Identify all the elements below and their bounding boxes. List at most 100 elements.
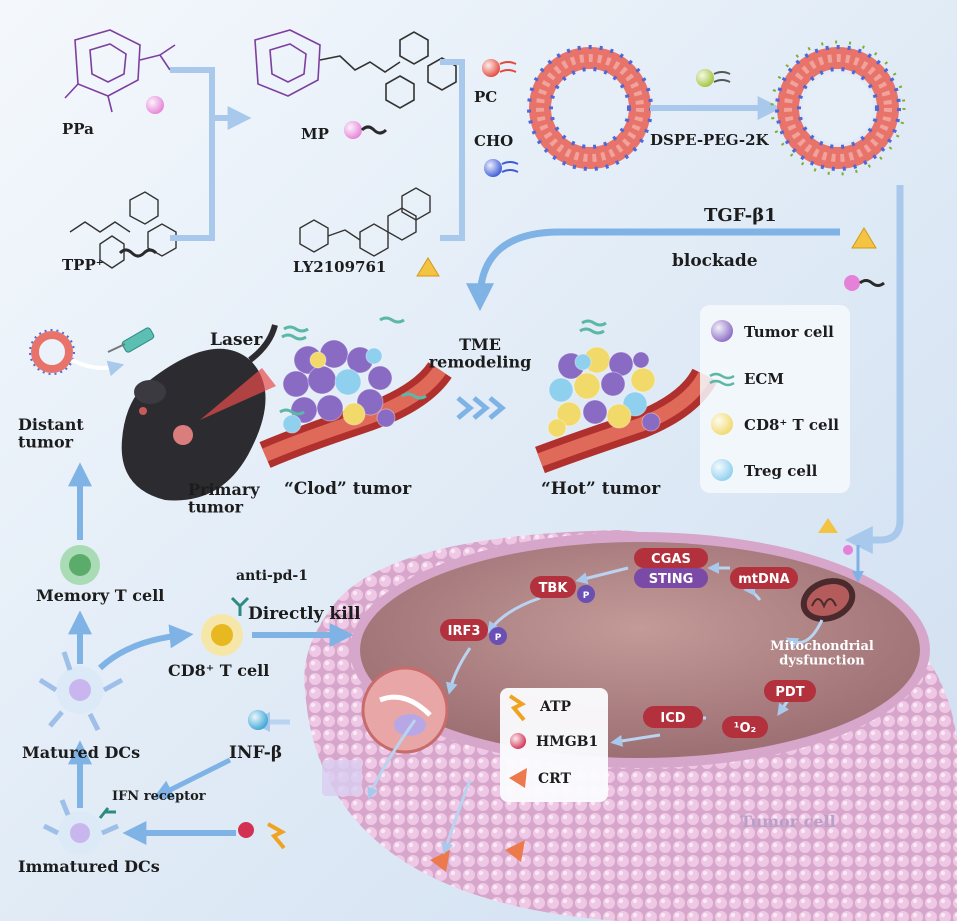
atp-label: ATP [539, 699, 572, 715]
cold-tumor-label: “Clod” tumor [284, 479, 412, 499]
mtdna-label: mtDNA [738, 572, 790, 587]
tbk-pill [530, 576, 576, 598]
immatured-dcs-label: Immatured DCs [18, 857, 160, 876]
cd8-t-cell [342, 402, 366, 426]
legend-treg-label: Treg cell [744, 462, 818, 480]
injected-liposome-icon [29, 329, 75, 375]
tumor-cell [632, 351, 650, 369]
cgas-label: CGAS [651, 552, 691, 567]
tbk-phospho-icon [577, 585, 595, 603]
ly-drug-icon [851, 227, 877, 249]
matured-dcs-label: Matured DCs [22, 743, 140, 762]
legend-box [700, 305, 850, 493]
tbk-p-label: P [583, 591, 590, 601]
tbk-label: TBK [539, 581, 569, 596]
treg-cell [574, 353, 592, 371]
released-atp-icon [267, 822, 287, 850]
laser-beam [200, 368, 276, 420]
cd8-t-cell-icon-cascade [201, 614, 243, 656]
legend-tumor-cell-label: Tumor cell [744, 323, 834, 341]
tumor-cell [376, 408, 396, 428]
released-hmgb1-icon [238, 822, 254, 838]
treg-cell [282, 414, 302, 434]
mp-label: MP [301, 125, 329, 143]
treg-cell [365, 347, 383, 365]
cold-tumor-cell-cluster [282, 339, 396, 434]
icd-label: ICD [660, 711, 685, 726]
anti-pd1-label: anti-pd-1 [236, 568, 308, 584]
sting-pill [634, 568, 708, 588]
matured-dc-icon [38, 651, 124, 732]
irf3-phospho-icon [489, 627, 507, 645]
tumor-cell [641, 412, 661, 432]
assembly-bracket [440, 59, 465, 241]
atp-icon [508, 694, 526, 722]
treg-cell [548, 377, 574, 403]
pdt-pill [764, 680, 816, 702]
ly-triangle-icon [416, 257, 440, 277]
cd8-t-cell [606, 403, 632, 429]
membrane-ly-icon [818, 518, 838, 533]
directly-kill-label: Directly kill [248, 604, 361, 624]
ecm-fibers-hot [579, 319, 607, 335]
blockade-label: blockade [672, 251, 758, 271]
crt-label: CRT [538, 771, 572, 787]
irf3-label: IRF3 [448, 624, 481, 639]
released-crt-icon-1 [430, 850, 450, 872]
mouse-illustration [121, 324, 278, 501]
treg-cell [334, 368, 362, 396]
cho-label: CHO [474, 132, 513, 150]
cd8-t-cell [309, 351, 327, 369]
ecm-fibers-cold [279, 316, 427, 416]
ppa-label: PPa [62, 120, 94, 138]
tumor-cell [316, 394, 344, 422]
tumor-cell-watermark-label: Tumor cell [740, 812, 836, 831]
memory-t-cell-label: Memory T cell [36, 586, 164, 605]
cd8-t-cell [556, 401, 582, 427]
tumor-cell [282, 370, 310, 398]
irf3-pill [440, 619, 488, 641]
tumor-cell [307, 365, 337, 395]
cd8-t-cell [573, 372, 601, 400]
legend-cd8-label: CD8⁺ T cell [744, 416, 839, 434]
delivery-arrow [844, 185, 904, 554]
tgf-label: TGF-β1 [704, 205, 777, 226]
dspe-label: DSPE-PEG-2K [650, 131, 770, 149]
tgf-blockade-arrow [466, 228, 840, 312]
nucleus-illustration [361, 666, 449, 754]
pdt-label: PDT [775, 685, 804, 700]
ifn-receptor-label: IFN receptor [112, 789, 206, 804]
liposome [527, 45, 653, 171]
hot-tumor-label: “Hot” tumor [541, 479, 661, 499]
anti-pd1-antibody-icon [230, 596, 250, 616]
cd8-t-cell [630, 367, 656, 393]
singlet-oxygen-label: ¹O₂ [734, 721, 756, 736]
pc-label: PC [474, 88, 497, 106]
legend-ecm-label: ECM [744, 370, 784, 388]
ppa-structure [64, 29, 176, 113]
ly-label: LY2109761 [293, 258, 386, 276]
inf-beta-label: INF-β [229, 743, 282, 763]
sting-label: STING [649, 572, 694, 587]
hmgb1-label: HMGB1 [536, 734, 598, 750]
mtdna-pill [730, 567, 798, 589]
damp-legend-box [500, 688, 608, 802]
ly2109761-structure [299, 187, 431, 257]
ifn-receptor-icon [98, 807, 116, 819]
synthesis-bracket [170, 67, 215, 241]
mp-structure [254, 29, 457, 109]
singlet-oxygen-pill [722, 716, 768, 738]
pegylated-liposome [770, 40, 906, 176]
membrane-channel-icon [322, 760, 362, 796]
mp-tail-icon [360, 125, 388, 135]
tpp-label: TPP⁺ [62, 256, 104, 274]
immatured-dc-icon [42, 799, 120, 855]
tumor-cell [367, 365, 393, 391]
hot-tumor-cell-cluster [547, 346, 661, 438]
cgas-pill [634, 548, 708, 568]
icd-pill [643, 706, 703, 728]
